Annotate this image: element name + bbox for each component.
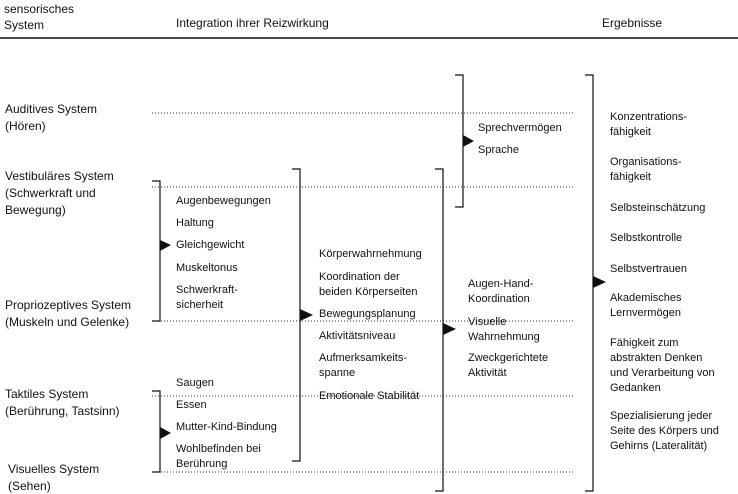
header-results: Ergebnisse: [602, 16, 663, 30]
arrow-level2: [300, 309, 313, 321]
result-item: Selbstvertrauen: [610, 263, 688, 275]
level1-item: Wohlbefinden bei Berührung: [176, 443, 261, 470]
arrow-level3-visual: [443, 323, 456, 335]
level1-item: Augenbewegungen: [176, 195, 271, 207]
level2-item: Bewegungsplanung: [319, 308, 416, 320]
bracket-level1-tactile: [152, 390, 161, 473]
level2-item: Emotionale Stabilität: [319, 390, 420, 402]
level1-item: Muskeltonus: [176, 262, 238, 274]
arrow-level1-vestibular: [160, 240, 171, 251]
result-item: Selbstkontrolle: [610, 232, 683, 244]
result-item: Selbsteinschätzung: [610, 202, 706, 214]
level1-item: Mutter-Kind-Bindung: [176, 421, 277, 433]
level1-item: Essen: [176, 399, 207, 411]
result-item: Akademisches Lernvermögen: [610, 292, 682, 319]
level3-item: Sprechvermögen: [478, 122, 562, 134]
result-item: Fähigkeit zum abstrakten Denken und Vera…: [610, 337, 715, 394]
header-sensory-system: sensorisches System: [4, 2, 75, 32]
bracket-level1-vestibular: [152, 180, 161, 322]
level1-item: Saugen: [176, 377, 214, 389]
bracket-results: [585, 74, 594, 492]
system-auditory: Auditives System (Hören): [5, 102, 98, 133]
result-item: Konzentrations- fähigkeit: [610, 111, 688, 138]
bracket-level3-visual: [435, 168, 444, 492]
result-item: Organisations- fähigkeit: [610, 156, 682, 183]
header-integration: Integration ihrer Reizwirkung: [176, 16, 329, 30]
level2-item: Aktivitätsniveau: [319, 330, 396, 342]
level1-item: Gleichgewicht: [176, 239, 245, 251]
system-vestibular: Vestibuläres System (Schwerkraft und Bew…: [5, 169, 114, 217]
arrow-level3-auditory: [463, 135, 474, 147]
level1-item: Schwerkraft- sicherheit: [176, 284, 238, 311]
result-item: Spezialisierung jeder Seite des Körpers …: [610, 410, 719, 452]
arrow-results: [593, 276, 606, 288]
bracket-level2: [292, 168, 301, 462]
arrow-level1-tactile: [160, 427, 171, 439]
level3-item: Zweckgerichtete Aktivität: [468, 352, 549, 379]
level2-item: Koordination der beiden Körperseiten: [319, 271, 418, 298]
level3-item: Sprache: [478, 144, 519, 156]
level2-item: Aufmerksamkeits- spanne: [319, 352, 408, 379]
level3-item: Visuelle Wahrnehmung: [468, 316, 540, 343]
system-tactile: Taktiles System (Berührung, Tastsinn): [5, 387, 120, 418]
system-proprioceptive: Propriozeptives System (Muskeln und Gele…: [5, 298, 132, 329]
level3-item: Augen-Hand- Koordination: [468, 278, 534, 305]
level1-item: Haltung: [176, 217, 214, 229]
system-visual: Visuelles System (Sehen): [8, 462, 100, 493]
level2-item: Körperwahrnehmung: [319, 248, 422, 260]
